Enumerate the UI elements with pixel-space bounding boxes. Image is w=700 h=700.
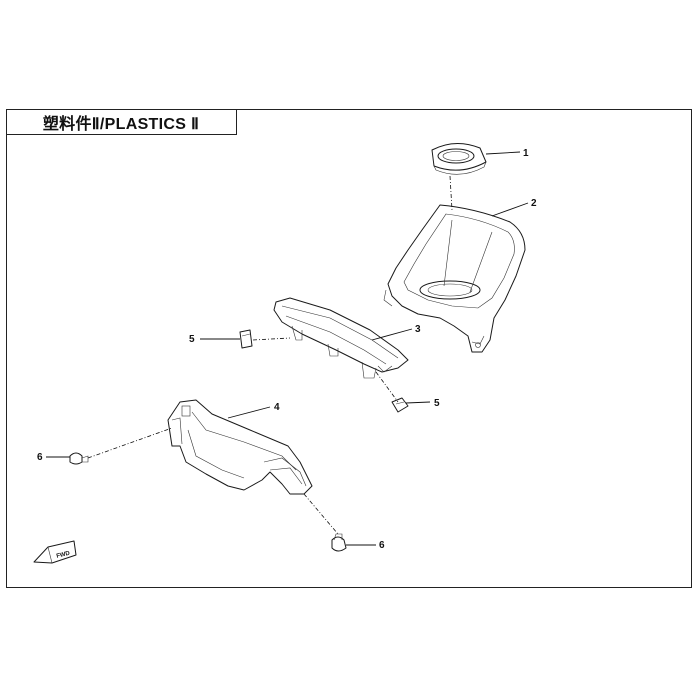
part-6-fastener-right bbox=[331, 533, 347, 552]
callout-1: 1 bbox=[523, 148, 529, 159]
diagram-frame bbox=[6, 109, 692, 588]
leader-1 bbox=[485, 151, 521, 155]
callout-6-left: 6 bbox=[37, 452, 43, 463]
leader-2 bbox=[491, 202, 529, 217]
title-box: 塑料件Ⅱ/PLASTICS Ⅱ bbox=[6, 109, 237, 135]
callout-3: 3 bbox=[415, 324, 421, 335]
assembly-line-1-2 bbox=[449, 175, 453, 211]
part-3-center-panel bbox=[273, 297, 409, 379]
callout-5-right: 5 bbox=[434, 398, 440, 409]
assembly-line-5-left bbox=[252, 337, 291, 341]
callout-2: 2 bbox=[531, 198, 537, 209]
part-2-upper-cover bbox=[383, 204, 526, 353]
leader-5b bbox=[405, 401, 431, 404]
fwd-arrow-icon: FWD bbox=[33, 540, 77, 564]
fwd-label: FWD bbox=[56, 551, 71, 560]
callout-5-left: 5 bbox=[189, 334, 195, 345]
callout-6-right: 6 bbox=[379, 540, 385, 551]
part-5-clip-right bbox=[391, 397, 409, 413]
assembly-line-6-left bbox=[87, 427, 173, 459]
part-1-ring bbox=[431, 143, 487, 175]
assembly-line-6-right bbox=[303, 493, 339, 535]
part-5-clip-left bbox=[239, 329, 253, 349]
leader-3 bbox=[371, 328, 413, 341]
part-4-lower-cover bbox=[167, 399, 313, 495]
assembly-line-5-right bbox=[375, 371, 399, 403]
page-title: 塑料件Ⅱ/PLASTICS Ⅱ bbox=[42, 115, 200, 133]
leader-4 bbox=[227, 406, 271, 419]
part-6-fastener-left bbox=[69, 452, 89, 465]
callout-4: 4 bbox=[274, 402, 280, 413]
